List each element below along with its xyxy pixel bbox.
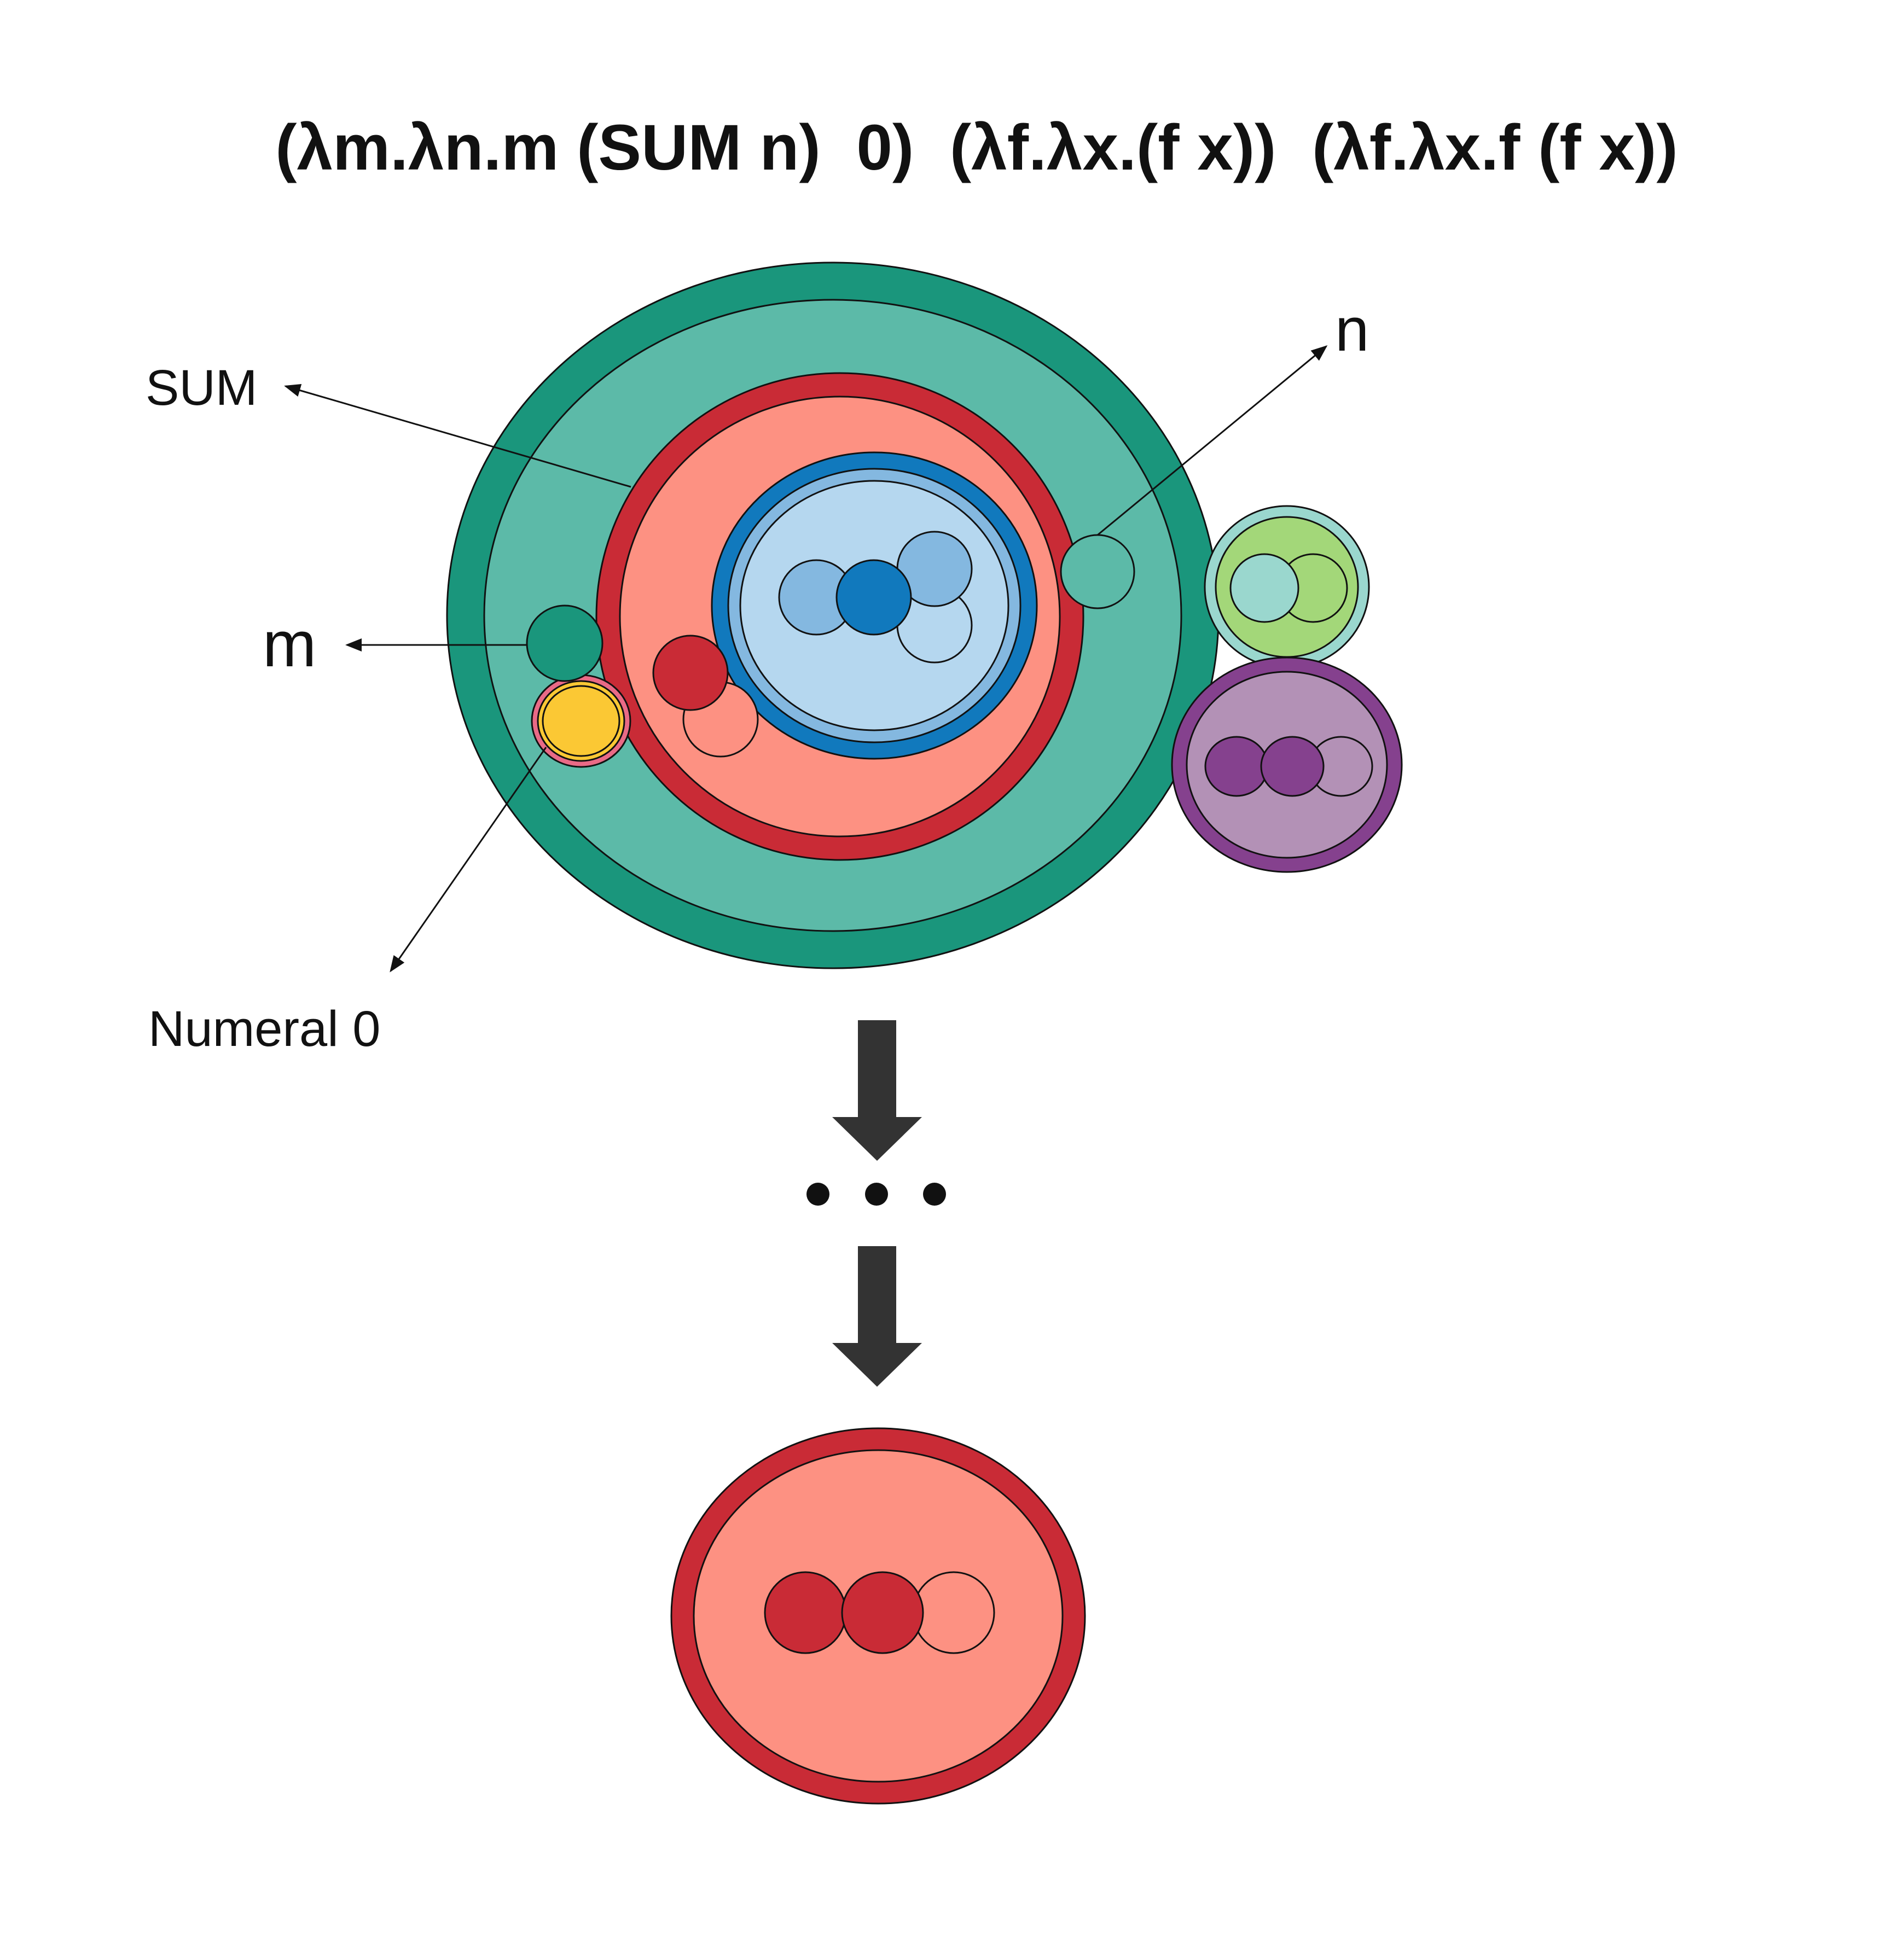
sum-pointer-line	[284, 384, 631, 488]
numeral-one-circle-left	[1229, 553, 1299, 623]
numeral-one-term	[1204, 505, 1370, 669]
n-pointer-line	[1097, 345, 1328, 536]
red-application-circle-dark	[652, 635, 729, 711]
n-label: n	[1335, 295, 1369, 364]
sum-term	[711, 451, 1038, 760]
numeral-zero-inner-ring	[542, 685, 620, 757]
numeral-zero-label: Numeral 0	[148, 1001, 380, 1057]
numeral-zero-pointer-line	[390, 747, 547, 973]
reduction-arrow-icon	[832, 1020, 922, 1161]
result-circle-left	[764, 1571, 847, 1654]
reduction-arrow-icon	[832, 1246, 922, 1387]
sum-circle-center	[835, 559, 912, 636]
numeral-two-term	[1171, 656, 1403, 873]
ellipsis-dot	[923, 1183, 946, 1206]
ellipsis-icon	[806, 1183, 946, 1206]
numeral-two-circle-center	[1260, 736, 1325, 797]
result-circle-center	[841, 1571, 924, 1654]
result-circle-right	[912, 1571, 995, 1654]
lambda-m-abstraction	[446, 261, 1220, 969]
numeral-zero-term	[531, 674, 631, 768]
lambda-expression-title: (λm.λn.m (SUM n) 0) (λf.λx.(f x)) (λf.λx…	[275, 112, 1678, 184]
numeral-two-circle-left	[1204, 736, 1269, 797]
result-term	[670, 1427, 1086, 1805]
sum-label: SUM	[146, 360, 257, 416]
m-label: m	[263, 608, 316, 681]
ellipsis-dot	[806, 1183, 829, 1206]
ellipsis-dot	[865, 1183, 888, 1206]
n-variable-circle	[1060, 534, 1135, 609]
m-variable-circle	[526, 604, 603, 682]
